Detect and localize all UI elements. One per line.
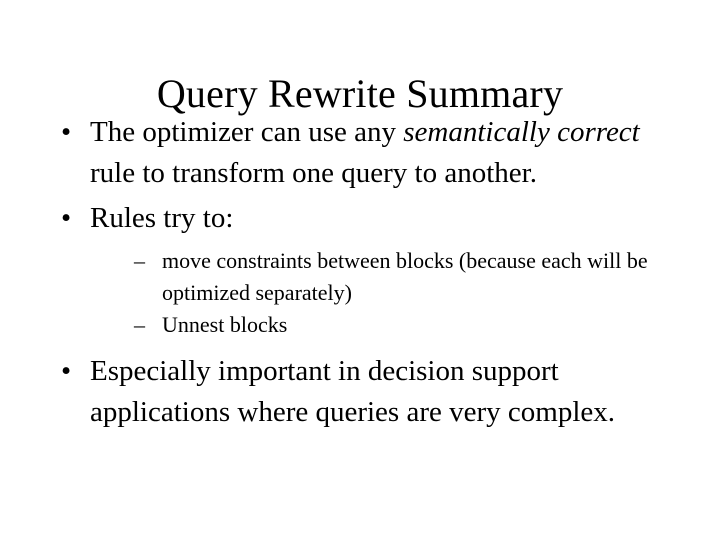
bullet-text-part-1: The optimizer can use any [90, 116, 404, 148]
bullet-rules-try-to: • Rules try to: – move constraints betwe… [56, 198, 688, 341]
sub-bullet-list: – move constraints between blocks (becau… [90, 245, 688, 341]
bullet-text-part-italic: semantically correct [403, 116, 640, 148]
dash-marker-icon: – [134, 312, 145, 337]
bullet-text: Rules try to: [90, 202, 234, 234]
bullet-marker-icon: • [61, 116, 72, 148]
bullet-text: The optimizer can use any semantically c… [90, 116, 640, 189]
subbullet-unnest-blocks: – Unnest blocks [134, 309, 688, 341]
bullet-list: • The optimizer can use any semantically… [56, 112, 688, 433]
bullet-optimizer-rule: • The optimizer can use any semantically… [56, 112, 688, 194]
bullet-marker-icon: • [61, 355, 72, 387]
sub-bullet-text: move constraints between blocks (because… [162, 248, 648, 305]
dash-marker-icon: – [134, 248, 145, 273]
subbullet-move-constraints: – move constraints between blocks (becau… [134, 245, 688, 309]
bullet-decision-support: • Especially important in decision suppo… [56, 351, 688, 433]
bullet-text: Especially important in decision support… [90, 355, 616, 428]
bullet-text-part-3: rule to transform one query to another. [90, 157, 537, 189]
sub-bullet-text: Unnest blocks [162, 312, 288, 337]
slide-body: • The optimizer can use any semantically… [56, 112, 688, 437]
slide-title: Query Rewrite Summary [156, 70, 564, 116]
bullet-marker-icon: • [61, 202, 72, 234]
